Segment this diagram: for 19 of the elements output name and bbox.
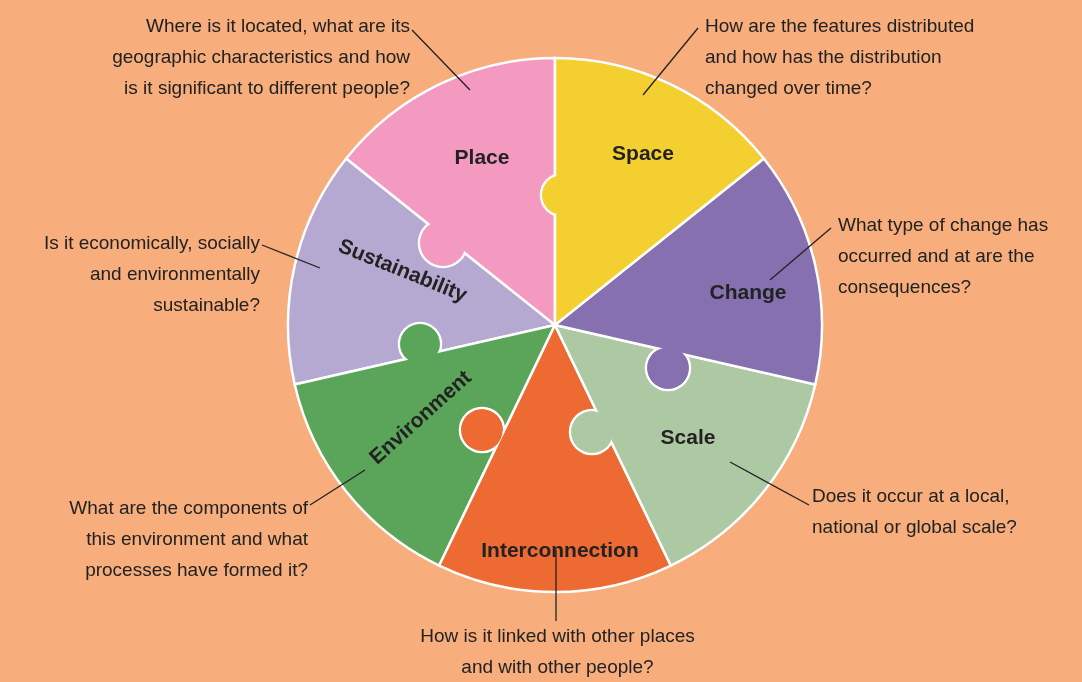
leader-line (261, 244, 321, 269)
piece-label: Space (612, 141, 674, 165)
leader-line (642, 27, 699, 96)
leader-line (555, 549, 557, 622)
question-text: What are the components of this environment and what processes have formed it? (46, 492, 308, 585)
piece-label: Change (709, 280, 787, 304)
piece-label: Scale (660, 425, 716, 449)
piece-label: Place (454, 145, 510, 169)
question-text: How are the features distributed and how has the distribution changed over time? (705, 10, 1005, 103)
question-text: What type of change has occurred and at are the consequences? (838, 209, 1054, 302)
piece-label: Interconnection (481, 538, 639, 562)
question-text: Is it economically, socially and environmentally sustainable? (20, 227, 260, 320)
leader-line (309, 469, 366, 506)
question-text: How is it linked with other places and with other people? (420, 620, 695, 682)
leader-line (411, 29, 471, 91)
leader-line (729, 461, 810, 506)
leader-line (769, 227, 832, 281)
question-text: Does it occur at a local, national or global scale? (812, 480, 1062, 542)
question-text: Where is it located, what are its geographic characteristics and how is it significant to different people? (105, 10, 410, 103)
